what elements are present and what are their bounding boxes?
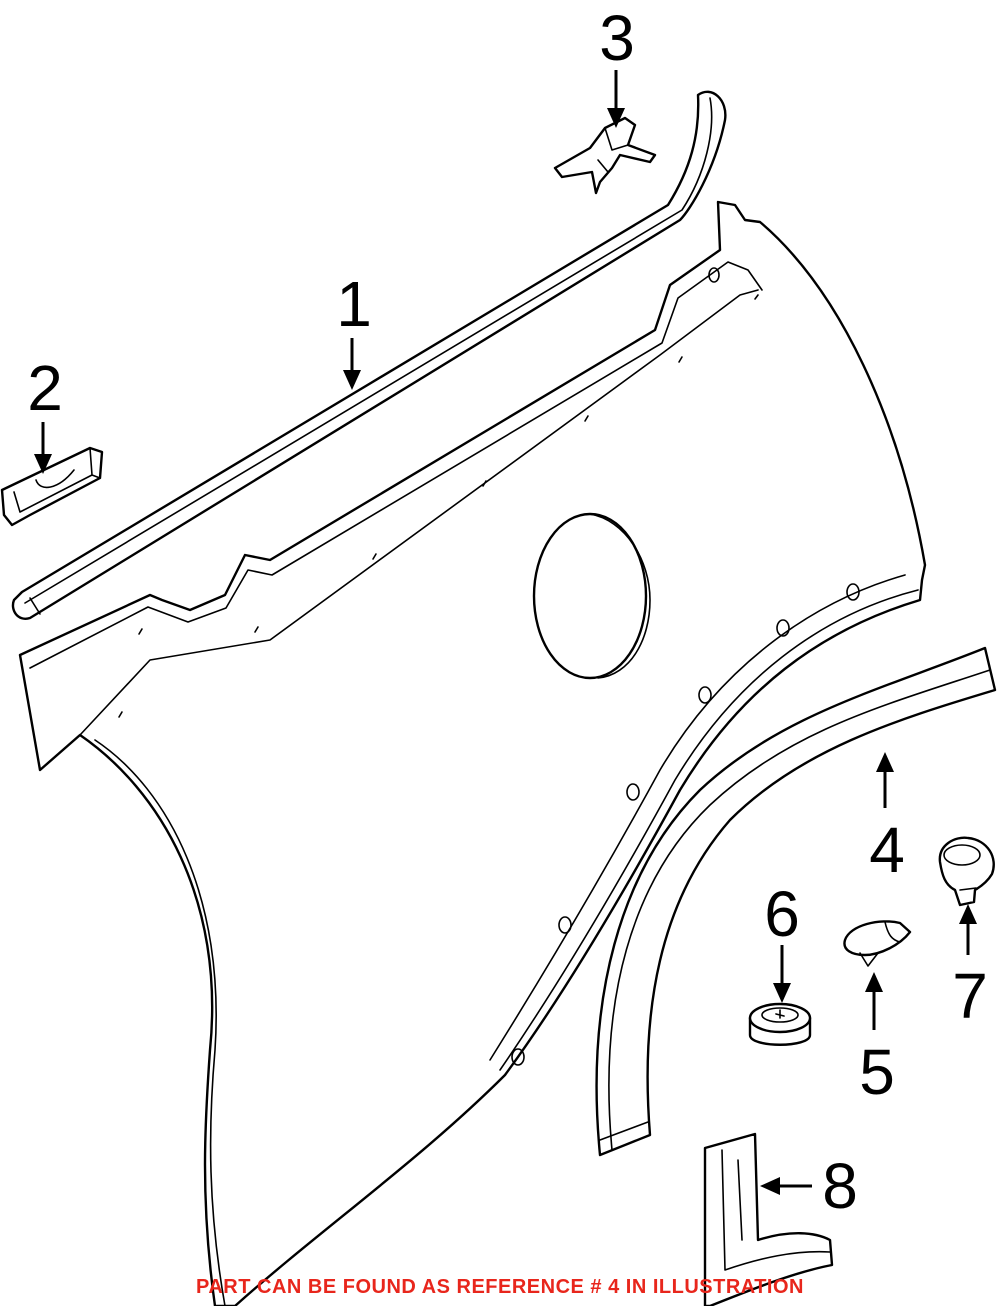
part-7-retainer [938, 836, 995, 907]
part-6-grommet [748, 1002, 812, 1046]
callout-6: 6 [764, 878, 800, 950]
part-1-belt-molding [11, 90, 727, 620]
part-2-bracket [0, 446, 104, 527]
callout-1: 1 [336, 268, 372, 340]
part-5-push-clip [843, 920, 912, 967]
callout-3: 3 [599, 2, 635, 74]
quarter-panel [18, 200, 927, 1306]
callout-2: 2 [27, 352, 63, 424]
part-8-mud-flap [703, 1132, 834, 1306]
reference-note: PART CAN BE FOUND AS REFERENCE # 4 IN IL… [196, 1276, 804, 1298]
callout-7: 7 [952, 960, 988, 1032]
callout-8: 8 [822, 1150, 858, 1222]
callout-labels: 1 2 3 4 5 6 7 8 [27, 2, 988, 1222]
callout-4: 4 [869, 814, 905, 886]
callout-arrows [34, 70, 977, 1195]
callout-5: 5 [859, 1036, 895, 1108]
part-3-clip [553, 116, 657, 195]
part-4-wheel-arch-molding [595, 646, 997, 1157]
